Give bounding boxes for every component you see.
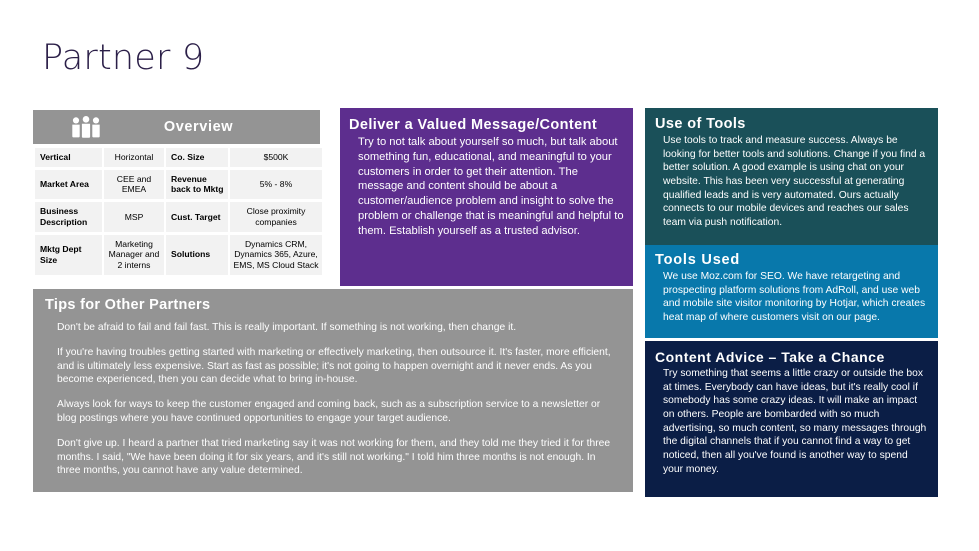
panel-body-text: Try to not talk about yourself so much, …	[358, 136, 624, 237]
row-value-right: Dynamics CRM, Dynamics 365, Azure, EMS, …	[230, 234, 322, 275]
row-label-right: Co. Size	[166, 148, 228, 167]
row-label-left: Mktg Dept Size	[35, 234, 102, 275]
people-group-icon	[69, 116, 103, 138]
row-label-right: Solutions	[166, 234, 228, 275]
table-row: Market Area CEE and EMEA Revenue back to…	[35, 169, 322, 200]
panel-heading: Use of Tools	[655, 116, 746, 132]
table-row: Business Description MSP Cust. Target Cl…	[35, 202, 322, 232]
row-value-right: Close proximity companies	[230, 202, 322, 232]
panel-deliver-valued-message: Deliver a Valued Message/Content Try to …	[340, 108, 633, 286]
table-row: Mktg Dept Size Marketing Manager and 2 i…	[35, 234, 322, 275]
overview-table-block: Overview Vertical Horizontal Co. Size $5…	[33, 110, 322, 278]
panel-tips-for-other-partners: Tips for Other Partners Don't be afraid …	[33, 289, 633, 492]
row-value-left: MSP	[104, 202, 164, 232]
row-label-right: Cust. Target	[166, 202, 228, 232]
tips-paragraph: Always look for ways to keep the custome…	[57, 399, 601, 424]
row-label-left: Vertical	[35, 148, 102, 167]
row-label-left: Market Area	[35, 169, 102, 200]
overview-title: Overview	[163, 119, 234, 135]
page-title: Partner 9	[42, 38, 205, 78]
panel-body-text: Try something that seems a little crazy …	[663, 368, 927, 475]
row-value-right: $500K	[230, 148, 322, 167]
tips-paragraph: Don't be afraid to fail and fail fast. T…	[57, 322, 517, 333]
panel-heading: Deliver a Valued Message/Content	[349, 117, 598, 133]
panel-heading: Tips for Other Partners	[45, 297, 211, 313]
overview-table: Vertical Horizontal Co. Size $500K Marke…	[33, 145, 324, 278]
panel-body-text: Use tools to track and measure success. …	[663, 135, 926, 229]
row-label-left: Business Description	[35, 202, 102, 232]
tips-paragraph: If you're having troubles getting starte…	[57, 346, 611, 386]
overview-header: Overview	[33, 110, 320, 144]
panel-tools-used: Tools Used We use Moz.com for SEO. We ha…	[645, 245, 938, 338]
panel-body-text: We use Moz.com for SEO. We have retarget…	[663, 271, 926, 324]
panel-heading: Content Advice – Take a Chance	[655, 349, 885, 365]
panel-use-of-tools: Use of Tools Use tools to track and meas…	[645, 108, 938, 245]
row-label-right: Revenue back to Mktg	[166, 169, 228, 200]
row-value-left: CEE and EMEA	[104, 169, 164, 200]
row-value-left: Marketing Manager and 2 interns	[104, 234, 164, 275]
panel-content-advice: Content Advice – Take a Chance Try somet…	[645, 341, 938, 497]
row-value-right: 5% - 8%	[230, 169, 322, 200]
tips-paragraph: Don't give up. I heard a partner that tr…	[57, 437, 611, 477]
row-value-left: Horizontal	[104, 148, 164, 167]
table-row: Vertical Horizontal Co. Size $500K	[35, 148, 322, 167]
panel-heading: Tools Used	[655, 252, 741, 268]
